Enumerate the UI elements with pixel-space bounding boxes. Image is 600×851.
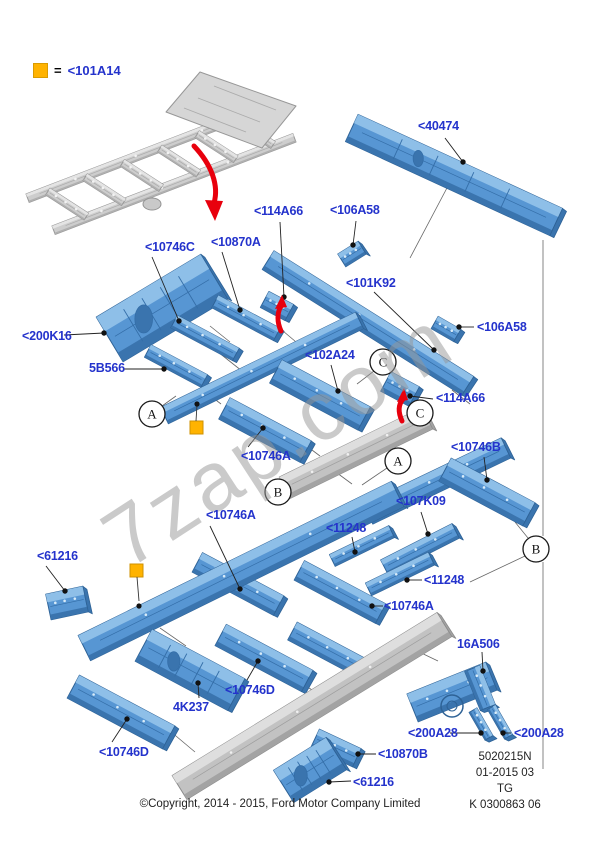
part-label-200A28b[interactable]: <200A28 [514,726,564,740]
part-shape-frame-cross-1 [82,173,127,207]
part-shape-rail-a1b [211,294,285,344]
part-shape-101K92 [261,250,479,398]
svg-text:A: A [147,407,157,422]
part-shape-40474 [345,113,567,239]
part-label-61216b[interactable]: <61216 [353,775,394,789]
svg-text:A: A [393,454,403,469]
part-shape-10746A-1 [218,397,316,465]
part-label-10746A2[interactable]: <10746A [384,599,434,613]
callout-circle-b: B [264,478,292,506]
part-shape-rail-a1 [170,314,244,364]
part-shape-5B566 [144,344,212,390]
svg-text:C: C [416,406,425,421]
part-label-106A58a[interactable]: <106A58 [330,203,380,217]
copyright-notice: ©Copyright, 2014 - 2015, Ford Motor Comp… [139,798,421,810]
part-label-4K237[interactable]: 4K237 [173,700,209,714]
part-label-10746A3[interactable]: <10746A [206,508,256,522]
part-shape-61216-a [45,585,93,621]
part-label-101K92[interactable]: <101K92 [346,276,396,290]
drawing-date: 01-2015 03 [475,767,535,779]
part-label-200K16[interactable]: <200K16 [22,329,72,343]
part-shape-10746D-2 [214,623,318,694]
part-label-114A66a[interactable]: <114A66 [254,204,303,218]
part-label-106A58b[interactable]: <106A58 [477,320,527,334]
chassis-frame-inset [25,71,297,235]
leader-lines [45,137,511,785]
part-label-10746D1[interactable]: <10746D [99,745,149,759]
part-label-5B566[interactable]: 5B566 [89,361,125,375]
legend-color-swatch [33,63,48,78]
part-shape-sill-c [278,406,438,500]
parts-group [45,113,567,803]
part-shape-4K237 [134,629,250,713]
part-shape-rail-A1 [160,311,368,425]
part-label-61216a[interactable]: <61216 [37,549,78,563]
part-label-114A66b[interactable]: <114A66 [436,391,485,405]
callout-circles: A C C A B B [138,348,550,563]
callout-circle-c: C [369,348,397,376]
101a14-marker-square [129,563,144,578]
svg-text:B: B [532,542,541,557]
red-arrow-icon [191,143,219,206]
part-shape-rail-long [77,480,409,662]
part-label-11248b[interactable]: <11248 [424,573,465,587]
callout-circle-a: A [384,447,412,475]
svg-text:B: B [274,485,283,500]
part-label-10746A1[interactable]: <10746A [241,449,291,463]
part-label-10870A[interactable]: <10870A [211,235,261,249]
callout-circle-b: B [522,535,550,563]
part-shape-61216-b [273,737,351,803]
part-shape-11248-a [329,525,399,567]
part-label-200A28a[interactable]: <200A28 [408,726,458,740]
part-shape-11248-b [365,551,439,597]
part-shape-102A24 [269,359,375,433]
part-label-10746D2[interactable]: <10746D [225,683,275,697]
callout-circle-a: A [138,400,166,428]
legend-equals: = [54,63,62,78]
part-label-107K09[interactable]: <107K09 [396,494,446,508]
part-label-102A24[interactable]: <102A24 [305,348,355,362]
part-shape-10746A-2 [293,560,391,626]
red-arrow-icon [396,396,406,424]
drawing-info-block: 5020215N 01-2015 03 TG K 0300863 06 [445,749,565,813]
drawing-revision: K 0300863 06 [469,799,541,811]
101a14-marker-square [189,420,204,435]
part-label-10746B[interactable]: <10746B [451,440,501,454]
red-direction-arrows [191,143,408,424]
part-shape-10746B [438,457,540,529]
part-shape-frame-cross-2 [119,159,164,192]
part-shape-16A506-sill [171,612,457,800]
part-shape-frame-cross-0 [45,187,89,221]
callout-circle-c: C [406,399,434,427]
101a14-markers [129,401,204,609]
legend-part-number[interactable]: <101A14 [67,63,121,78]
part-label-40474[interactable]: <40474 [418,119,459,133]
drawing-number: 5020215N [478,751,532,763]
part-label-16A506[interactable]: 16A506 [457,637,500,651]
part-shape-frame-cross-3 [157,144,201,178]
drawing-code: TG [497,783,513,795]
part-shape-106A58-b [430,315,466,345]
part-shape-10746D-1 [66,674,180,752]
part-shape-10746C [95,253,233,363]
part-shape-106A58-a [337,240,371,268]
legend: = <101A14 [33,63,121,78]
part-shape-frame-cross-4 [194,130,239,164]
part-label-11248a[interactable]: <11248 [326,521,367,535]
part-label-10870B[interactable]: <10870B [378,747,428,761]
svg-text:C: C [379,355,388,370]
part-label-10746C[interactable]: <10746C [145,240,195,254]
